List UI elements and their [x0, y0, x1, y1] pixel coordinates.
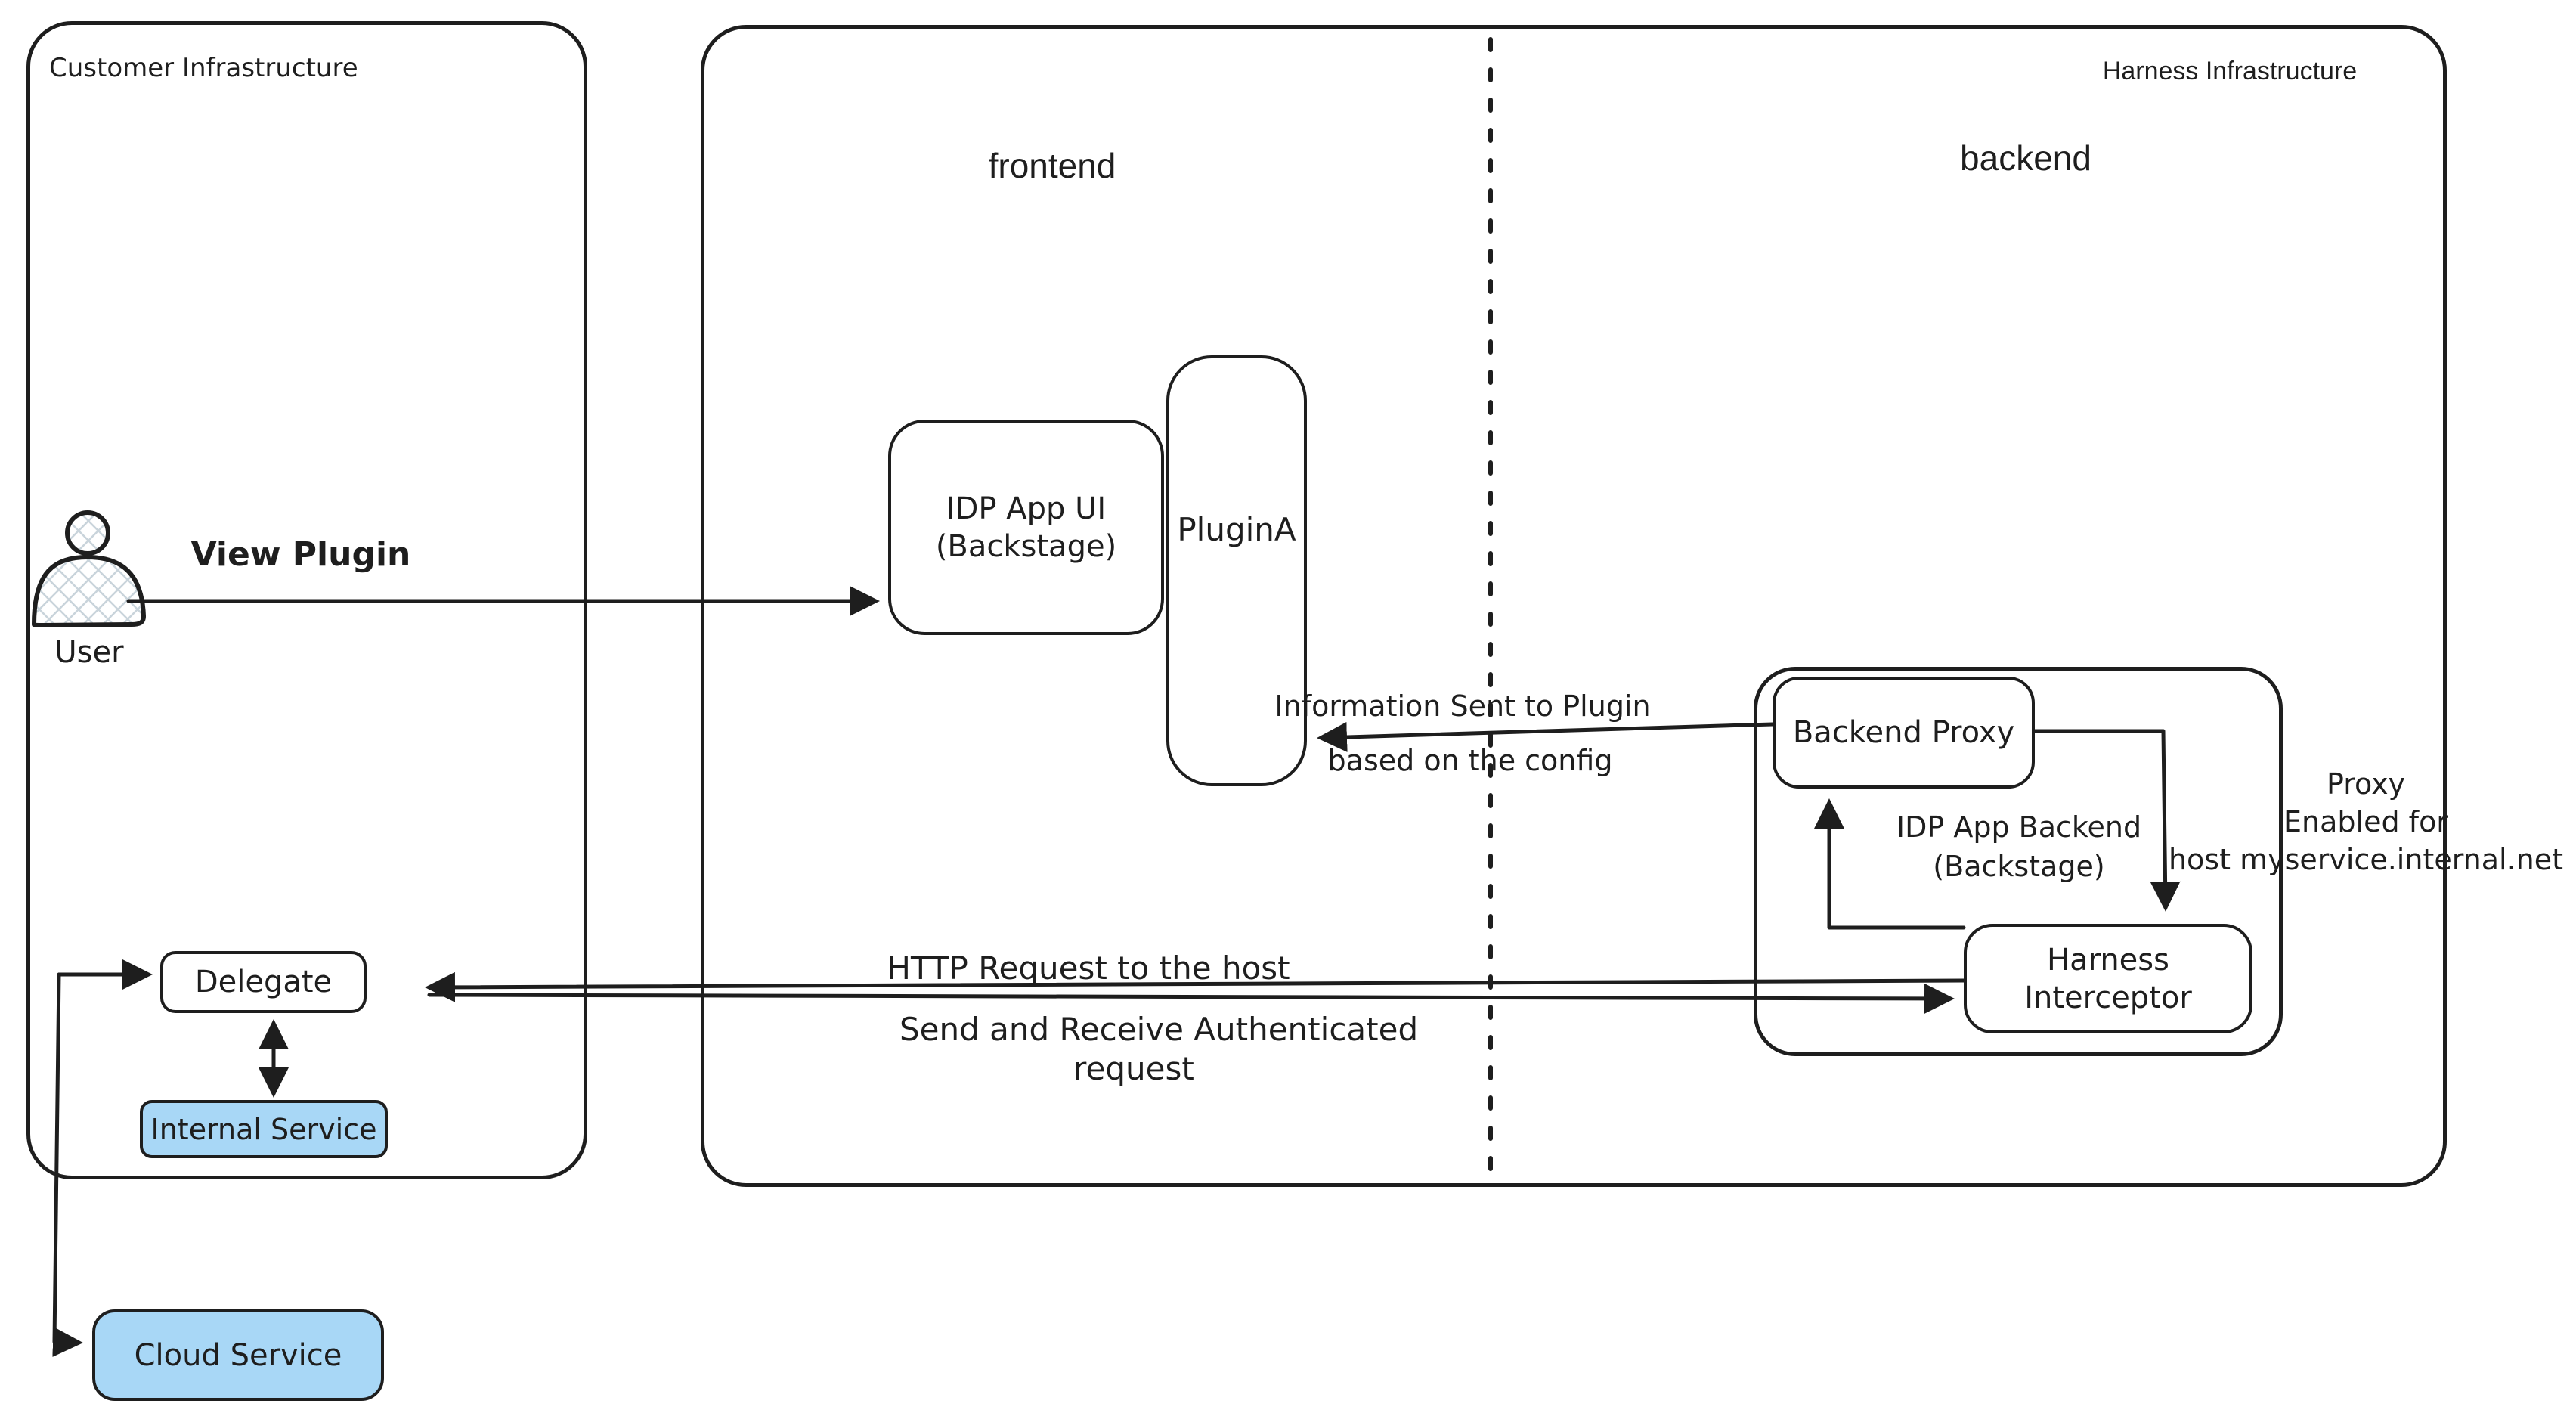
- user-label: User: [54, 635, 124, 670]
- send-receive-edge-label-line2: request: [1073, 1050, 1194, 1087]
- info-sent-edge-label-line2: based on the config: [1327, 744, 1613, 777]
- internal-service-node: Internal Service: [140, 1100, 388, 1158]
- plugin-a-label: PluginA: [1177, 511, 1296, 548]
- send-receive-edge-label-line1: Send and Receive Authenticated: [899, 1011, 1419, 1048]
- harness-interceptor-label-line1: Harness: [2047, 942, 2169, 978]
- idp-app-backend-label: IDP App Backend (Backstage): [1868, 807, 2170, 886]
- harness-interceptor-node: Harness Interceptor: [1964, 924, 2252, 1033]
- idp-app-ui-node: IDP App UI (Backstage): [888, 420, 1164, 635]
- backend-proxy-node: Backend Proxy: [1773, 677, 2035, 789]
- cloud-service-node: Cloud Service: [92, 1309, 384, 1401]
- view-plugin-edge-label: View Plugin: [190, 535, 411, 574]
- proxy-note-line1: Proxy: [2326, 767, 2406, 801]
- proxy-enabled-note: Proxy Enabled for host myservice.interna…: [2162, 765, 2570, 878]
- customer-region-title: Customer Infrastructure: [49, 53, 358, 83]
- backend-zone-label: backend: [1960, 138, 2091, 178]
- backend-proxy-label: Backend Proxy: [1792, 715, 2015, 750]
- frontend-zone-label: frontend: [988, 146, 1116, 185]
- plugin-a-node: [1166, 355, 1307, 786]
- internal-service-label: Internal Service: [150, 1112, 377, 1146]
- http-request-edge-label: HTTP Request to the host: [887, 950, 1290, 987]
- cloud-service-label: Cloud Service: [134, 1337, 342, 1373]
- send-receive-edge-label: Send and Receive Authenticated request: [899, 1010, 1419, 1089]
- delegate-label: Delegate: [194, 965, 333, 999]
- proxy-note-line3: host myservice.internal.net: [2168, 843, 2564, 876]
- idp-app-backend-label-line2: (Backstage): [1933, 850, 2105, 883]
- harness-interceptor-label-line2: Interceptor: [2024, 980, 2192, 1015]
- proxy-note-line2: Enabled for: [2283, 805, 2448, 838]
- harness-region-title: Harness Infrastructure: [2102, 57, 2358, 85]
- delegate-node: Delegate: [160, 951, 367, 1013]
- idp-app-ui-label-line1: IDP App UI: [946, 491, 1107, 526]
- idp-app-backend-label-line1: IDP App Backend: [1896, 810, 2142, 844]
- idp-app-ui-label-line2: (Backstage): [935, 528, 1117, 564]
- info-sent-edge-label-line1: Information Sent to Plugin: [1274, 689, 1651, 723]
